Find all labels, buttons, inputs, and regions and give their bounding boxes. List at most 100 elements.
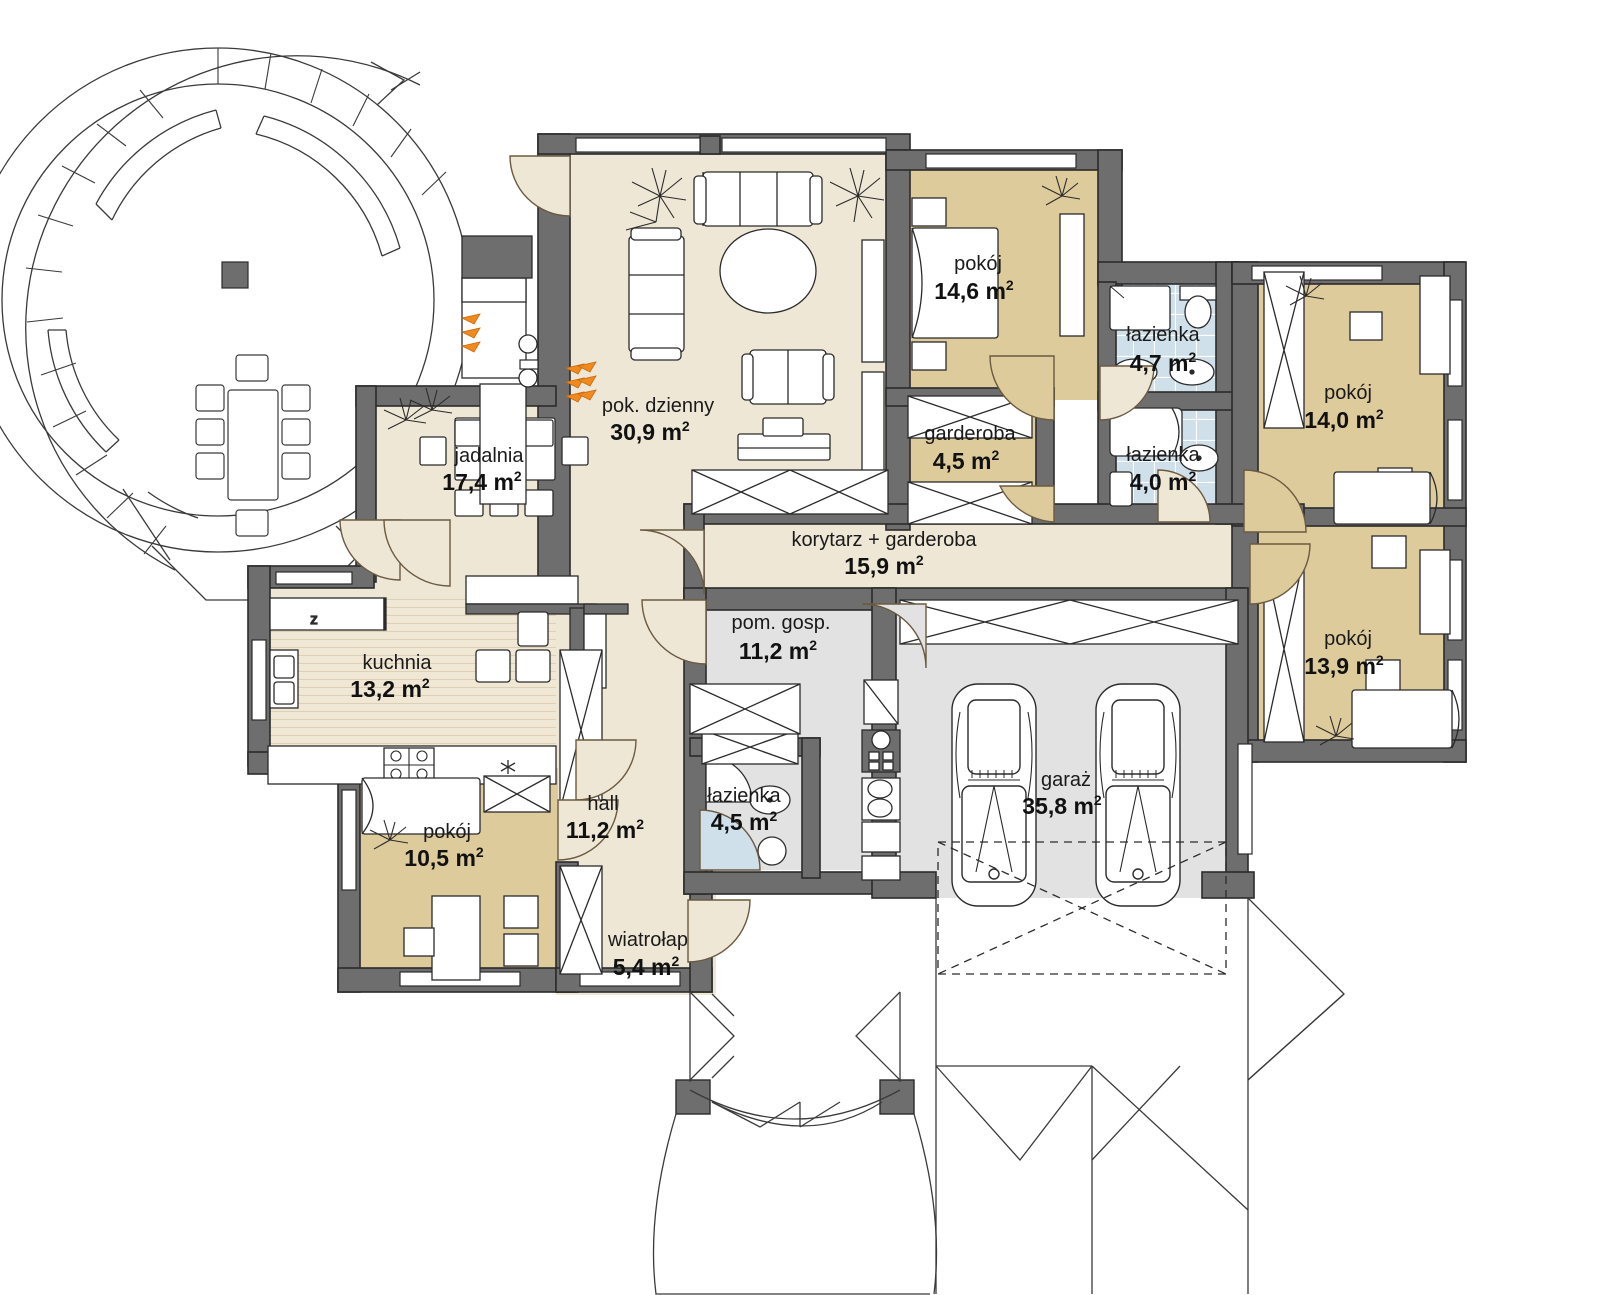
car (951, 683, 1037, 907)
room-area: 30,9 m2 (610, 418, 690, 445)
bathtub (1109, 407, 1183, 457)
room-label-lazienka-4-5: łazienka 4,5 m2 (707, 785, 781, 835)
room-label-hall: hall 11,2 m2 (566, 793, 644, 843)
room-area: 4,7 m2 (1130, 349, 1197, 376)
plant-icon (829, 167, 885, 223)
window-living-n1 (575, 137, 701, 153)
corridor-closets (559, 469, 1239, 975)
bathroom-2-fixtures (1109, 407, 1219, 507)
room-name: jadalnia (454, 445, 525, 467)
room-label-lazienka-4-7: łazienka 4,7 m2 (1126, 324, 1200, 376)
room-name: korytarz + garderoba (791, 529, 977, 551)
room-name: pokój (1324, 382, 1372, 404)
corridor-floor (684, 520, 1312, 592)
bed (911, 227, 999, 339)
plant-icon (1041, 175, 1081, 206)
bedroom-4-furniture (361, 775, 551, 981)
wc (1109, 471, 1133, 507)
room-name: łazienka (1126, 444, 1200, 466)
room-label-kuchnia: kuchnia 13,2 m2 (350, 652, 432, 702)
room-label-pokoj-10-5: pokój 10,5 m2 (404, 821, 484, 871)
window-dining-w (275, 571, 353, 585)
room-name: łazienka (1126, 324, 1200, 346)
fireplace-and-tall-units (460, 235, 597, 505)
garage-cars (951, 683, 1181, 907)
shelf-tall-1 (861, 239, 885, 363)
terrace-planter (221, 261, 249, 289)
tv-unit (737, 433, 831, 461)
bed (1351, 689, 1453, 749)
fridge-label: z (310, 611, 318, 628)
plant-icon (625, 167, 687, 231)
bed (361, 777, 481, 835)
window-garage-e (1237, 743, 1253, 855)
room-label-lazienka-4-0: łazienka 4,0 m2 (1126, 444, 1200, 495)
room-area: 14,0 m2 (1304, 406, 1384, 433)
room-name: wiatrołap (607, 929, 688, 951)
terrace-table (227, 389, 279, 501)
room-name: pok. dzienny (602, 395, 714, 417)
tv (762, 417, 804, 437)
room-label-korytarz: korytarz + garderoba 15,9 m2 (791, 529, 977, 579)
nightstand (911, 341, 947, 371)
plant-icon (1285, 275, 1325, 306)
room-name: garaż (1041, 769, 1091, 791)
window-living-n2 (721, 137, 887, 153)
room-name: pokój (423, 821, 471, 843)
garage-floor (888, 598, 1246, 898)
plant-icon (369, 819, 409, 850)
coffee-table (719, 228, 817, 314)
room-area: 4,5 m2 (933, 447, 1000, 474)
room-label-pokoj-14-6: pokój 14,6 m2 (934, 253, 1014, 304)
room-area: 5,4 m2 (613, 953, 680, 980)
room-label-jadalnia: jadalnia 17,4 m2 (442, 445, 524, 495)
kitchen-floor (268, 628, 556, 748)
room-name: łazienka (707, 785, 781, 807)
room-name: garderoba (924, 423, 1016, 445)
room-name: pom. gosp. (732, 612, 831, 634)
nightstand (911, 197, 947, 227)
room-label-pokoj-14-0: pokój 14,0 m2 (1304, 382, 1384, 433)
room-name: kuchnia (363, 652, 433, 674)
plant-icon (383, 387, 453, 430)
window-bedroom4-w (341, 789, 357, 891)
terrace-furniture (195, 261, 311, 537)
room-area: 13,2 m2 (350, 675, 430, 702)
kitchen-fixtures: z (267, 575, 629, 785)
bed (1333, 471, 1431, 525)
room-label-garderoba: garderoba 4,5 m2 (924, 423, 1016, 474)
bidet (757, 836, 787, 866)
wardrobe-unit (1059, 213, 1085, 337)
window-wiatrolap-s (579, 971, 681, 987)
utility-fixtures (689, 679, 901, 881)
room-area: 4,0 m2 (1130, 468, 1197, 495)
fireplace-flame-icon (460, 313, 597, 403)
room-label-wiatrolap: wiatrołap 5,4 m2 (607, 929, 688, 980)
room-area: 15,9 m2 (844, 552, 924, 579)
bedroom-1-furniture (911, 175, 1085, 371)
doors (339, 155, 1311, 963)
room-label-pok-dzienny: pok. dzienny 30,9 m2 (602, 395, 714, 445)
wardrobe-unit (1419, 549, 1451, 635)
room-area: 10,5 m2 (404, 844, 484, 871)
desk (431, 895, 481, 981)
shelf-tall-2 (861, 371, 885, 481)
room-name: hall (587, 793, 618, 815)
wardrobe-unit (1419, 275, 1451, 375)
plant-icon (1315, 715, 1355, 746)
room-labels: pok. dzienny 30,9 m2 jadalnia 17,4 m2 ku… (350, 253, 1384, 980)
room-label-garaz: garaż 35,8 m2 (1022, 769, 1102, 819)
garage-apron (935, 897, 1345, 1294)
room-area: 35,8 m2 (1022, 792, 1102, 819)
room-area: 13,9 m2 (1304, 652, 1384, 679)
room-name: pokój (1324, 628, 1372, 650)
window-bedroom1-n (925, 153, 1077, 169)
room-area: 11,2 m2 (566, 816, 644, 843)
room-area: 4,5 m2 (711, 808, 778, 835)
entry-porch (652, 991, 938, 1295)
living-room-furniture (625, 167, 885, 481)
window-bedroom3-e (1447, 419, 1463, 501)
window-kitchen-w (251, 639, 267, 721)
room-area: 14,6 m2 (934, 277, 1014, 304)
